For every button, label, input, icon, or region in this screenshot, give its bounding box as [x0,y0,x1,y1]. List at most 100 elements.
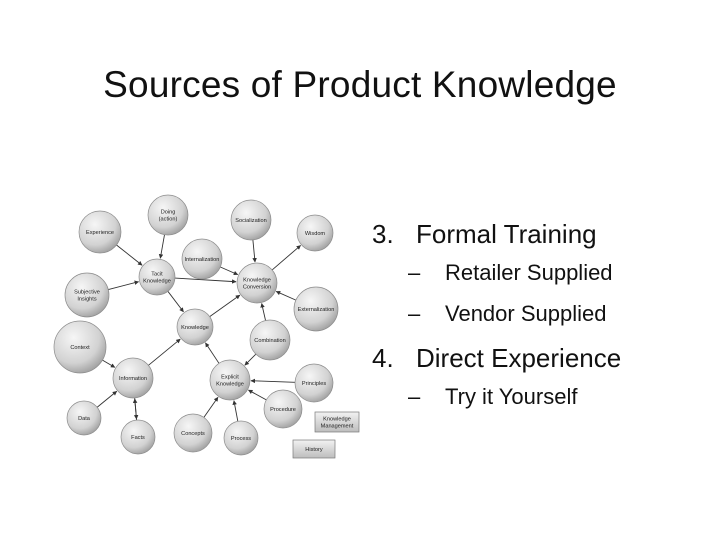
node-circle [296,214,334,252]
node-concepts: Concepts [173,413,213,453]
node-circle [64,272,110,318]
edge-principles-to-explicit [250,378,296,384]
box-rect [292,439,336,459]
node-label: Internalization [185,257,220,263]
node-label: Data [78,416,91,422]
edge-knowledge-to-conversion [209,294,241,317]
node-circle [293,286,339,332]
node-label: (action) [159,217,178,223]
node-label: Conversion [243,285,271,291]
node-procedure: Procedure [263,389,303,429]
node-label: Information [119,376,147,382]
node-circle [181,238,223,280]
node-label: Concepts [181,431,205,437]
node-label: Knowledge [243,278,271,284]
node-circle [120,419,156,455]
node-knowledge: Knowledge [176,308,214,346]
sub-bullet-dash: – [408,300,421,326]
box-history: History [292,439,336,459]
node-circle [294,363,334,403]
node-doing: Doing(action) [147,194,189,236]
edge-subjective-to-tacit [108,280,140,290]
node-circle [263,389,303,429]
sub-bullet-dash: – [408,383,421,409]
edge-internalization-to-conversion [220,266,239,276]
node-label: Doing [161,210,176,216]
edge-externalization-to-conversion [275,291,297,301]
node-context: Context [53,320,107,374]
node-circle [53,320,107,374]
node-socialization: Socialization [230,199,272,241]
slide-title: Sources of Product Knowledge [103,64,617,105]
sub-bullet-text: Retailer Supplied [445,259,613,285]
node-circle [173,413,213,453]
node-wisdom: Wisdom [296,214,334,252]
node-label: Principles [302,381,326,387]
box-label: History [305,447,323,453]
sub-bullet-text: Vendor Supplied [445,300,607,326]
bullet-text: Direct Experience [416,342,622,373]
node-label: Procedure [270,407,296,413]
edge-procedure-to-explicit [248,389,267,401]
node-experience: Experience [78,210,122,254]
edge-combination-to-explicit [244,353,257,366]
edge-socialization-to-conversion [252,239,257,263]
edge-tacit-to-conversion [174,277,237,284]
node-circle [249,319,291,361]
node-internalization: Internalization [181,238,223,280]
node-circle [223,420,259,456]
node-process: Process [223,420,259,456]
bullet-formal-training: 3. Formal Training [372,216,712,252]
box-rect [314,411,360,433]
node-circle [138,258,176,296]
node-label: Externalization [298,307,335,313]
sub-bullet-retailer: – Retailer Supplied [372,252,712,293]
node-circle [230,199,272,241]
node-label: Socialization [235,218,266,224]
node-circle [236,262,278,304]
node-label: Context [70,345,90,351]
node-circle [209,359,251,401]
edge-conversion-to-wisdom [271,245,301,271]
node-externalization: Externalization [293,286,339,332]
node-label: Subjective [74,290,100,296]
node-label: Knowledge [216,382,244,388]
edge-concepts-to-explicit [203,396,219,418]
edge-tacit-to-knowledge [167,291,184,313]
edge-data-to-information [96,390,118,408]
node-data: Data [66,400,102,436]
node-label: Knowledge [143,279,171,285]
bullet-list: 3. Formal Training – Retailer Supplied –… [372,216,712,417]
edge-explicit-to-knowledge [205,342,220,364]
bullet-direct-experience: 4. Direct Experience [372,340,712,376]
box-label: Management [321,424,354,430]
node-label: Tacit [151,272,163,278]
sub-bullet-dash: – [408,259,421,285]
edge-context-to-information [102,359,116,368]
sub-bullet-text: Try it Yourself [445,383,578,409]
bullet-text: Formal Training [416,218,597,249]
edge-doing-to-tacit [158,234,165,259]
node-circle [66,400,102,436]
node-label: Explicit [221,375,239,381]
node-facts: Facts [120,419,156,455]
node-combination: Combination [249,319,291,361]
node-label: Wisdom [305,231,326,237]
edge-experience-to-tacit [116,244,143,266]
bullet-number: 3. [372,218,394,249]
box-label: Knowledge [323,417,351,423]
node-label: Insights [77,297,96,303]
bullet-number: 4. [372,342,394,373]
node-circle [78,210,122,254]
node-label: Combination [254,338,285,344]
sub-bullet-try-it: – Try it Yourself [372,376,712,417]
edge-process-to-explicit [232,400,239,422]
node-information: Information [112,357,154,399]
node-label: Facts [131,435,145,441]
node-label: Knowledge [181,325,209,331]
node-label: Experience [86,230,114,236]
